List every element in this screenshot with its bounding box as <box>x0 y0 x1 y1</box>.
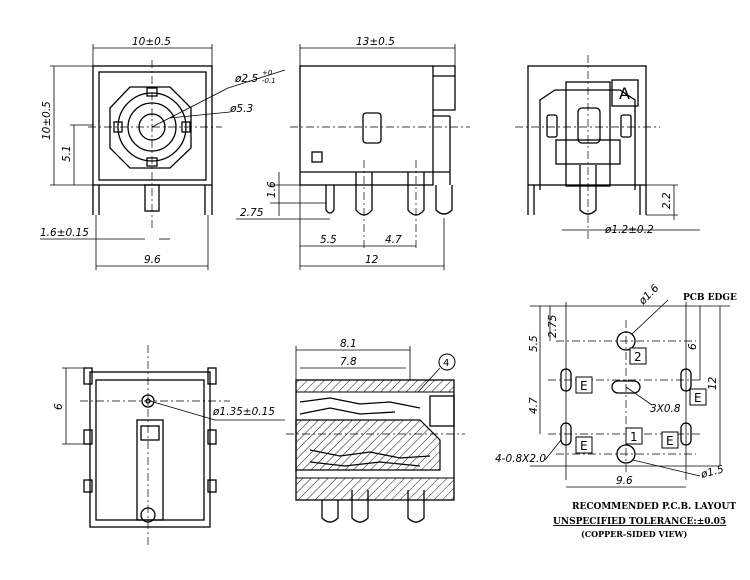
note-line1: RECOMMENDED P.C.B. LAYOUT <box>572 502 736 512</box>
rear-letter: A <box>619 84 630 103</box>
front-view: 10±0.5 10±0.5 5.1 ø2.5 +0 -0.1 <box>40 36 286 270</box>
pcb-dim-275: 2.75 <box>547 314 559 338</box>
dim-hole-dia: ø2.5 <box>234 73 258 85</box>
dim-section-b: 7.8 <box>340 356 357 368</box>
dim-front-pitch: 9.6 <box>144 254 161 266</box>
svg-text:+0: +0 <box>262 69 273 77</box>
pin1-label: 1 <box>630 430 638 444</box>
marker-e-1: E <box>580 379 588 393</box>
dim-pin-width: 1.6±0.15 <box>40 227 89 239</box>
dim-side-pin-len: 2.75 <box>240 207 264 219</box>
dim-side-pin-h: 1.6 <box>266 181 278 198</box>
dim-side-pitch-b: 4.7 <box>385 234 402 246</box>
rear-view: A 2.2 ø1.2±0.2 <box>515 55 700 240</box>
note-line3: (COPPER-SIDED VIEW) <box>581 529 688 539</box>
dim-front-height: 10±0.5 <box>41 101 53 140</box>
dim-bottom-hole: ø1.35±0.15 <box>212 406 275 418</box>
dim-side-pitch-a: 5.5 <box>320 234 337 246</box>
pcb-layout: PCB EDGE 2 1 E E E E 2.75 5.5 4.7 6 <box>495 282 737 539</box>
side-view: 13±0.5 1.6 2.75 5.5 4.7 12 <box>236 36 470 270</box>
pcb-dim-47: 4.7 <box>528 397 540 414</box>
section-callout: 4 <box>443 358 449 369</box>
marker-e-4: E <box>666 434 674 448</box>
dim-center-height: 5.1 <box>61 145 73 162</box>
dim-rear-pin-len: 2.2 <box>661 192 673 209</box>
pcb-dim-55: 5.5 <box>528 335 540 352</box>
note-line2: UNSPECIFIED TOLERANCE:±0.05 <box>553 517 726 527</box>
dim-bottom-height: 6 <box>53 403 65 410</box>
bottom-view: 6 ø1.35±0.15 <box>53 345 285 545</box>
marker-e-2: E <box>694 391 702 405</box>
pin2-label: 2 <box>634 350 642 364</box>
pcb-edge-label: PCB EDGE <box>683 293 737 303</box>
dim-side-length: 13±0.5 <box>356 36 395 48</box>
pcb-slots4: 4-0.8X2.0 <box>495 453 546 465</box>
section-view: 8.1 7.8 4 <box>286 338 465 523</box>
dim-side-total: 12 <box>365 254 379 266</box>
dim-rear-pin-dia: ø1.2±0.2 <box>604 224 654 236</box>
dim-front-width: 10±0.5 <box>132 36 171 48</box>
dim-section-a: 8.1 <box>340 338 357 350</box>
pcb-dim-6: 6 <box>687 343 699 350</box>
dim-barrel-dia: ø5.3 <box>229 103 253 115</box>
pcb-slot: 3X0.8 <box>650 403 681 415</box>
pcb-dim-12: 12 <box>707 376 719 390</box>
marker-e-3: E <box>580 439 588 453</box>
svg-text:-0.1: -0.1 <box>262 77 276 85</box>
pcb-dim-96: 9.6 <box>616 475 633 487</box>
pcb-dia-top: ø1.6 <box>636 282 662 308</box>
